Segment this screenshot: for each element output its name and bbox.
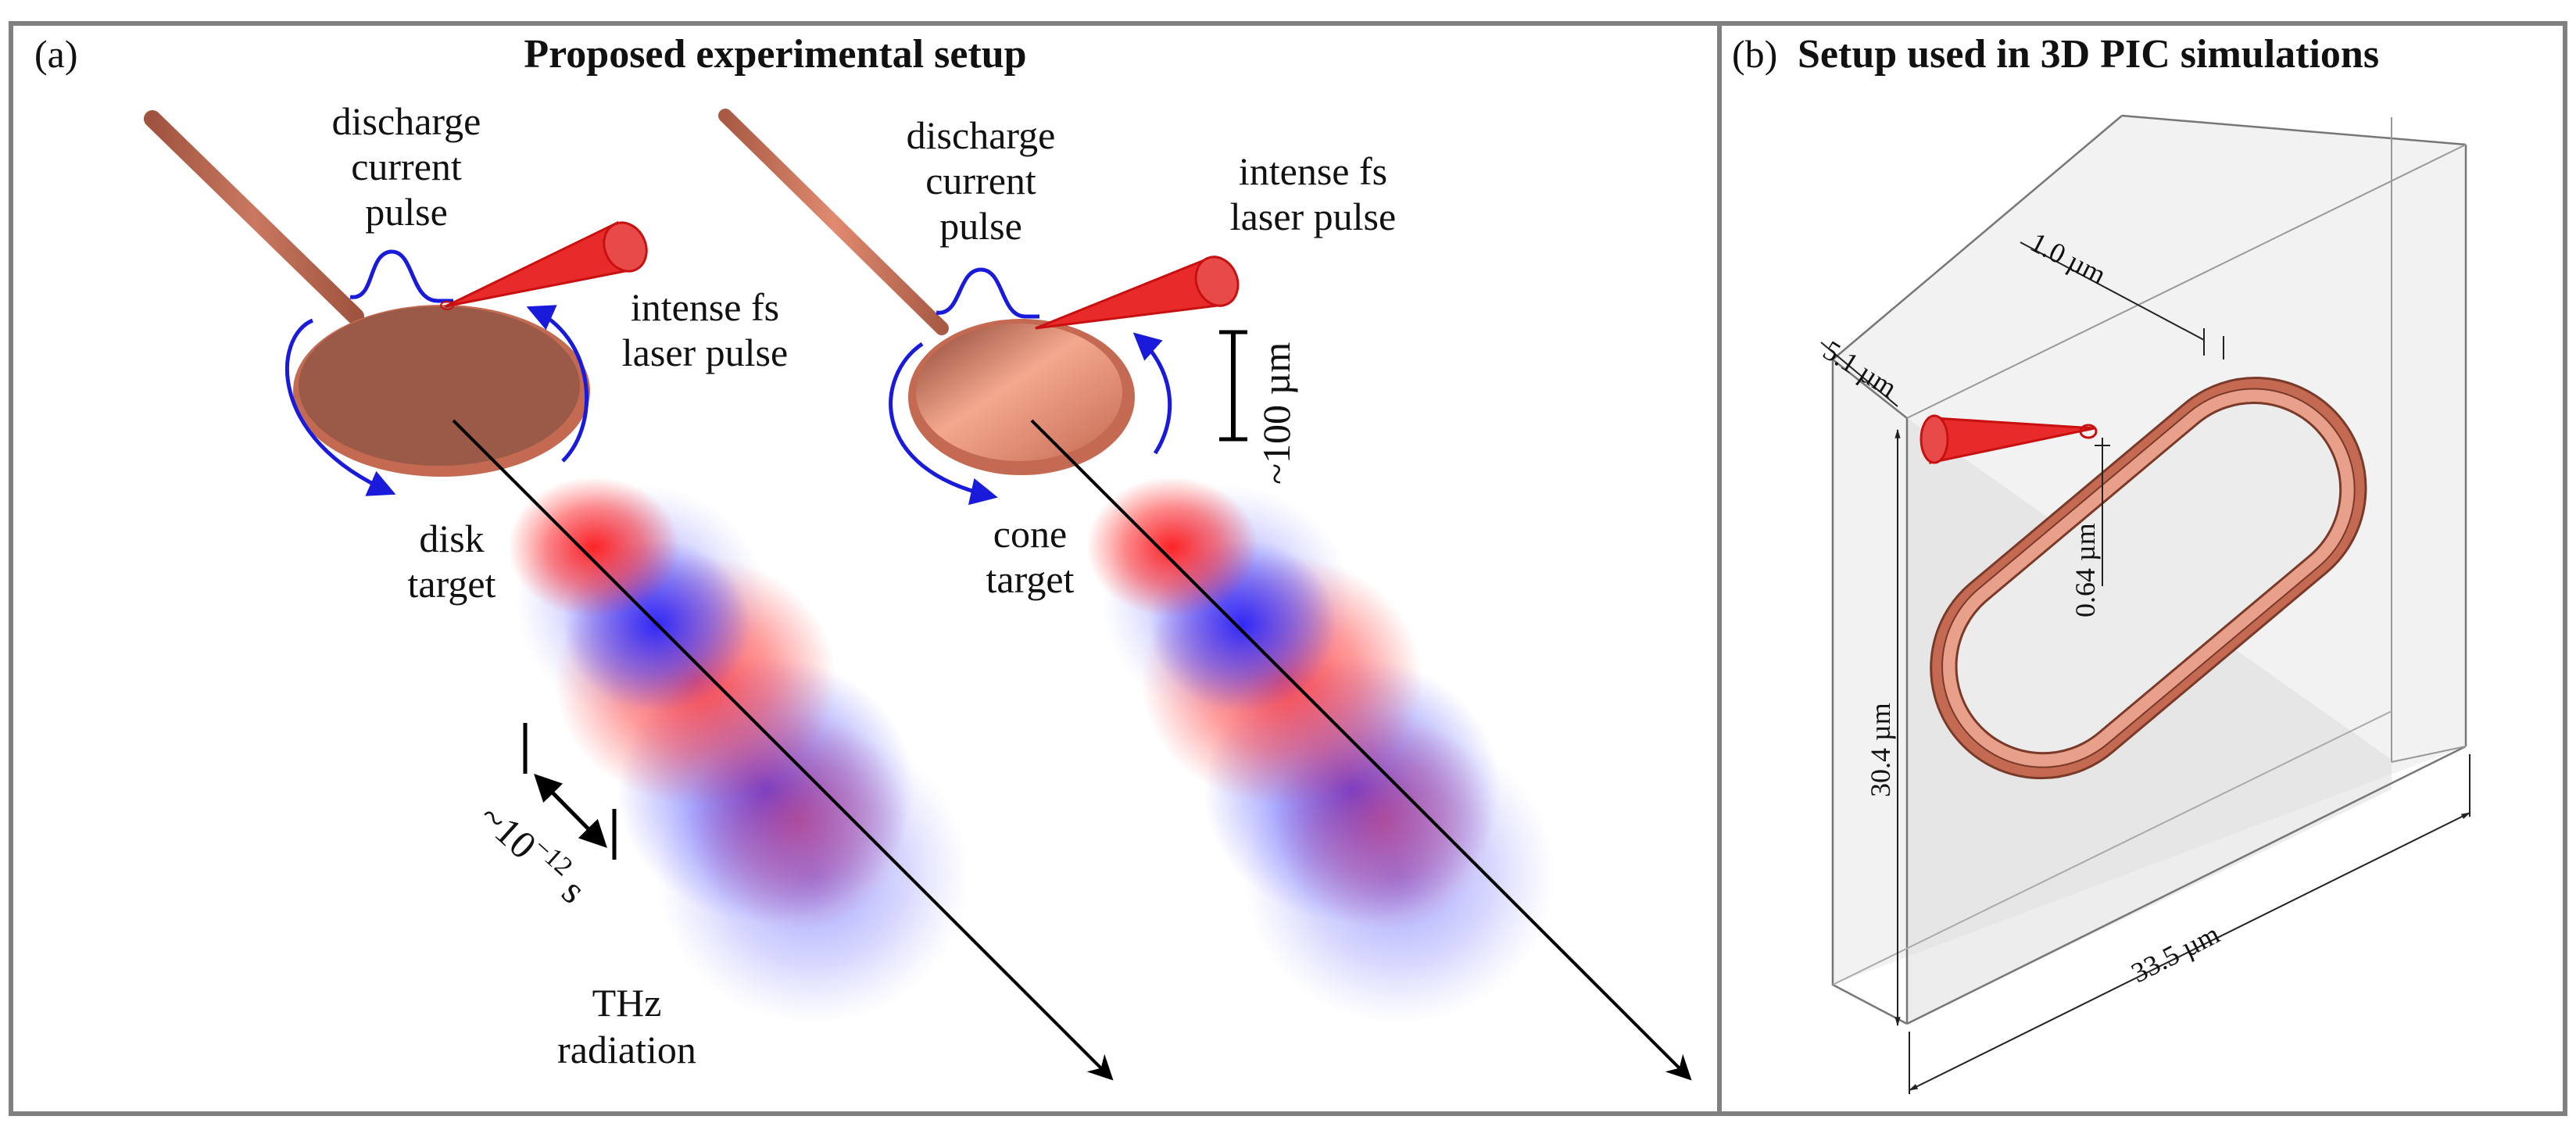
svg-text:radiation: radiation: [557, 1028, 696, 1071]
svg-text:intense fs: intense fs: [1239, 149, 1387, 193]
thz-radiation-disk: [508, 477, 969, 1024]
disk-radiation-axis: [452, 419, 1114, 1081]
svg-text:intense fs: intense fs: [631, 285, 779, 329]
disk-rod: [144, 110, 364, 325]
time-scale-label: ~10−12 s: [471, 792, 597, 912]
svg-text:cone: cone: [993, 512, 1067, 556]
svg-text:discharge: discharge: [332, 99, 481, 143]
disk-laser-pulse: [440, 220, 648, 310]
thz-radiation-cone: [1086, 477, 1555, 1024]
cone-target-inner: [916, 324, 1122, 461]
cone-rod: [718, 109, 949, 335]
cone-radiation-axis: [1030, 419, 1692, 1081]
disk-current-arrow-right: [526, 305, 589, 463]
thz-radiation-label: THz radiation: [557, 981, 696, 1071]
cone-target-label: cone target: [986, 512, 1075, 601]
cone-laser-pulse: [1035, 256, 1240, 330]
disk-current-pulse: [349, 249, 453, 303]
disk-current-arrow-left: [285, 318, 396, 496]
ring-target: [1930, 377, 2367, 780]
dim-box-height: 30.4 µm: [1865, 428, 1901, 1027]
svg-text:current: current: [925, 159, 1036, 202]
scale-bar-label: ~100 µm: [1254, 342, 1298, 485]
cone-current-label: discharge current pulse: [907, 113, 1056, 248]
cone-laser-label: intense fs laser pulse: [1230, 149, 1396, 238]
disk-current-label: discharge current pulse: [332, 99, 481, 234]
svg-text:target: target: [986, 557, 1075, 601]
svg-text:disk: disk: [419, 517, 484, 560]
svg-text:current: current: [351, 145, 462, 188]
disk-target-label: disk target: [408, 517, 496, 606]
cone-target-assembly: [718, 109, 1692, 1081]
cone-current-arrow-left: [889, 342, 998, 506]
scale-bar-100um: ~100 µm: [1219, 330, 1298, 485]
svg-text:THz: THz: [592, 981, 662, 1025]
cone-current-arrow-right: [1132, 332, 1172, 455]
dim-ring-thickness: 0.64 µm: [2070, 438, 2110, 617]
svg-text:pulse: pulse: [365, 190, 448, 234]
svg-text:discharge: discharge: [907, 113, 1056, 157]
panel-b-title: Setup used in 3D PIC simulations: [1798, 32, 2379, 77]
disk-target-assembly: [144, 110, 1114, 1081]
svg-text:target: target: [408, 562, 496, 606]
cone-current-pulse: [936, 267, 1039, 319]
disk-laser-label: intense fs laser pulse: [622, 285, 788, 374]
dim-ring-thickness-label: 0.64 µm: [2070, 523, 2101, 617]
dim-box-width-label: 33.5 µm: [2126, 918, 2224, 989]
dim-box-height-label: 30.4 µm: [1865, 703, 1896, 797]
svg-text:laser pulse: laser pulse: [1230, 195, 1396, 238]
sim-laser-pulse: [1919, 414, 2098, 464]
panel-a-title: Proposed experimental setup: [524, 32, 1026, 77]
svg-text:pulse: pulse: [939, 204, 1022, 248]
panel-b-frame: [1717, 21, 2567, 1116]
disk-target-face: [299, 306, 580, 466]
panel-b-letter: (b): [1732, 32, 1777, 76]
panel-a-letter: (a): [34, 32, 78, 76]
svg-text:laser pulse: laser pulse: [622, 331, 788, 374]
